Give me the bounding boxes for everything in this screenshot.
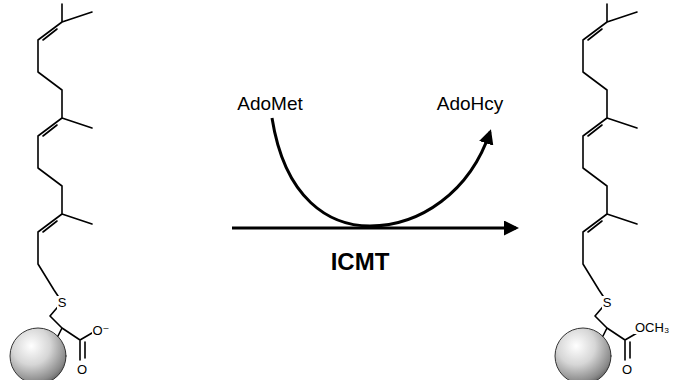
cofactor-name: AdoMet (236, 94, 303, 113)
atom-label: O (76, 363, 88, 376)
enzyme-name: ICMT (330, 250, 391, 274)
atom-label: S (57, 296, 68, 309)
atom-label: OCH₃ (634, 321, 670, 334)
atom-label: O (621, 363, 633, 376)
cofactor-arrow (272, 118, 490, 226)
cofactor-name: AdoHcy (436, 94, 505, 113)
atom-label: O⁻ (92, 324, 111, 337)
atom-label: S (602, 296, 613, 309)
farnesyl-cysteine (10, 4, 92, 380)
